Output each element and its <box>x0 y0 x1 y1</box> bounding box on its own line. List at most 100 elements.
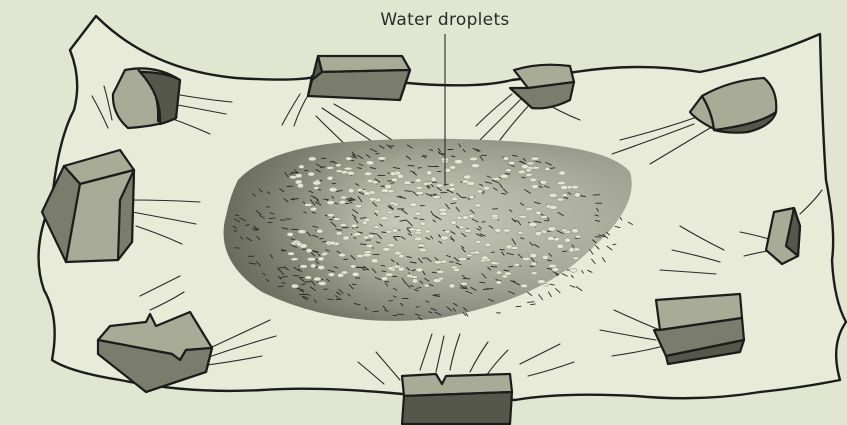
water-droplet <box>306 249 312 253</box>
water-droplet <box>573 257 579 260</box>
water-droplet <box>391 178 398 182</box>
water-droplet <box>415 179 421 183</box>
water-droplet <box>418 244 425 247</box>
water-droplet <box>308 172 315 176</box>
hatch-stroke <box>511 281 516 282</box>
water-droplet <box>416 268 423 272</box>
hatch-stroke <box>282 251 286 252</box>
water-droplet <box>348 188 354 192</box>
hatch-stroke <box>428 166 433 167</box>
water-droplet <box>407 274 413 277</box>
hatch-stroke <box>382 232 386 233</box>
water-droplet <box>451 266 458 269</box>
water-droplet <box>366 161 374 165</box>
hatch-stroke <box>324 199 329 200</box>
hatch-stroke <box>595 237 600 238</box>
water-droplet <box>464 229 471 232</box>
water-droplet <box>474 204 481 207</box>
water-droplet <box>327 201 334 205</box>
water-droplet <box>557 244 564 248</box>
water-droplet <box>374 225 379 228</box>
water-droplet <box>531 157 539 160</box>
water-droplet <box>364 172 371 176</box>
water-droplet <box>394 251 401 255</box>
hatch-stroke <box>269 218 275 219</box>
water-droplet <box>451 221 457 225</box>
water-droplet <box>420 222 426 226</box>
water-droplet <box>548 264 556 268</box>
water-droplet <box>491 214 498 217</box>
water-droplet <box>503 229 511 232</box>
rock-bottom-right <box>654 294 744 364</box>
water-droplet <box>333 218 340 221</box>
water-droplet <box>500 174 508 178</box>
water-droplet <box>525 208 532 211</box>
water-droplet <box>548 227 556 231</box>
water-droplet <box>562 194 568 197</box>
water-droplet <box>529 223 537 227</box>
water-droplet <box>287 232 293 236</box>
water-droplet <box>519 215 527 218</box>
water-droplet <box>557 181 565 185</box>
water-droplet <box>573 248 580 251</box>
water-droplet <box>549 193 557 197</box>
water-droplet <box>491 262 499 265</box>
water-droplet <box>437 270 445 273</box>
hatch-stroke <box>613 244 616 245</box>
water-droplet <box>531 262 537 266</box>
water-droplet <box>459 226 464 229</box>
water-droplet <box>439 212 447 216</box>
water-droplet <box>481 256 488 260</box>
water-droplet <box>351 224 357 228</box>
water-droplet <box>503 157 508 161</box>
water-droplet <box>562 229 568 232</box>
water-droplet <box>472 164 480 168</box>
water-droplet <box>339 253 346 257</box>
water-droplet <box>414 237 422 241</box>
water-droplet <box>526 173 532 176</box>
water-droplet <box>435 184 443 187</box>
water-droplet <box>297 184 303 188</box>
water-droplet <box>327 166 334 169</box>
water-droplet <box>369 191 375 195</box>
water-droplet <box>545 167 550 170</box>
hatch-stroke <box>290 174 294 175</box>
water-droplet <box>363 253 371 257</box>
water-droplet <box>318 282 326 286</box>
water-droplet <box>559 171 566 175</box>
water-droplet <box>427 171 432 175</box>
water-droplet <box>296 174 303 178</box>
water-droplet <box>352 272 359 276</box>
water-droplet <box>296 242 302 246</box>
water-droplet <box>350 265 356 269</box>
water-droplet <box>502 275 508 278</box>
water-droplet <box>457 216 463 219</box>
rock-top-left <box>113 68 180 128</box>
hatch-stroke <box>408 165 414 166</box>
hatch-stroke <box>324 289 327 290</box>
water-droplet <box>291 258 298 261</box>
water-droplet <box>314 277 322 281</box>
hatch-stroke <box>278 286 283 287</box>
water-droplet <box>410 203 417 207</box>
water-droplet <box>537 280 545 284</box>
water-droplet <box>466 254 472 257</box>
water-droplet <box>431 177 436 182</box>
water-droplet <box>522 257 530 260</box>
water-droplet <box>450 166 456 170</box>
water-droplet <box>495 228 502 232</box>
water-droplet <box>409 228 417 231</box>
water-droplet <box>311 264 316 268</box>
water-droplet <box>354 232 361 236</box>
water-droplet <box>355 205 362 208</box>
water-droplet <box>571 185 578 189</box>
water-droplet <box>552 267 559 271</box>
water-droplet <box>454 160 462 164</box>
water-droplet <box>416 191 424 195</box>
water-droplet <box>536 211 541 215</box>
water-droplet <box>549 205 557 209</box>
water-droplet <box>521 284 528 288</box>
water-droplet <box>564 238 570 242</box>
water-droplet <box>542 255 548 259</box>
water-droplet <box>449 284 455 288</box>
